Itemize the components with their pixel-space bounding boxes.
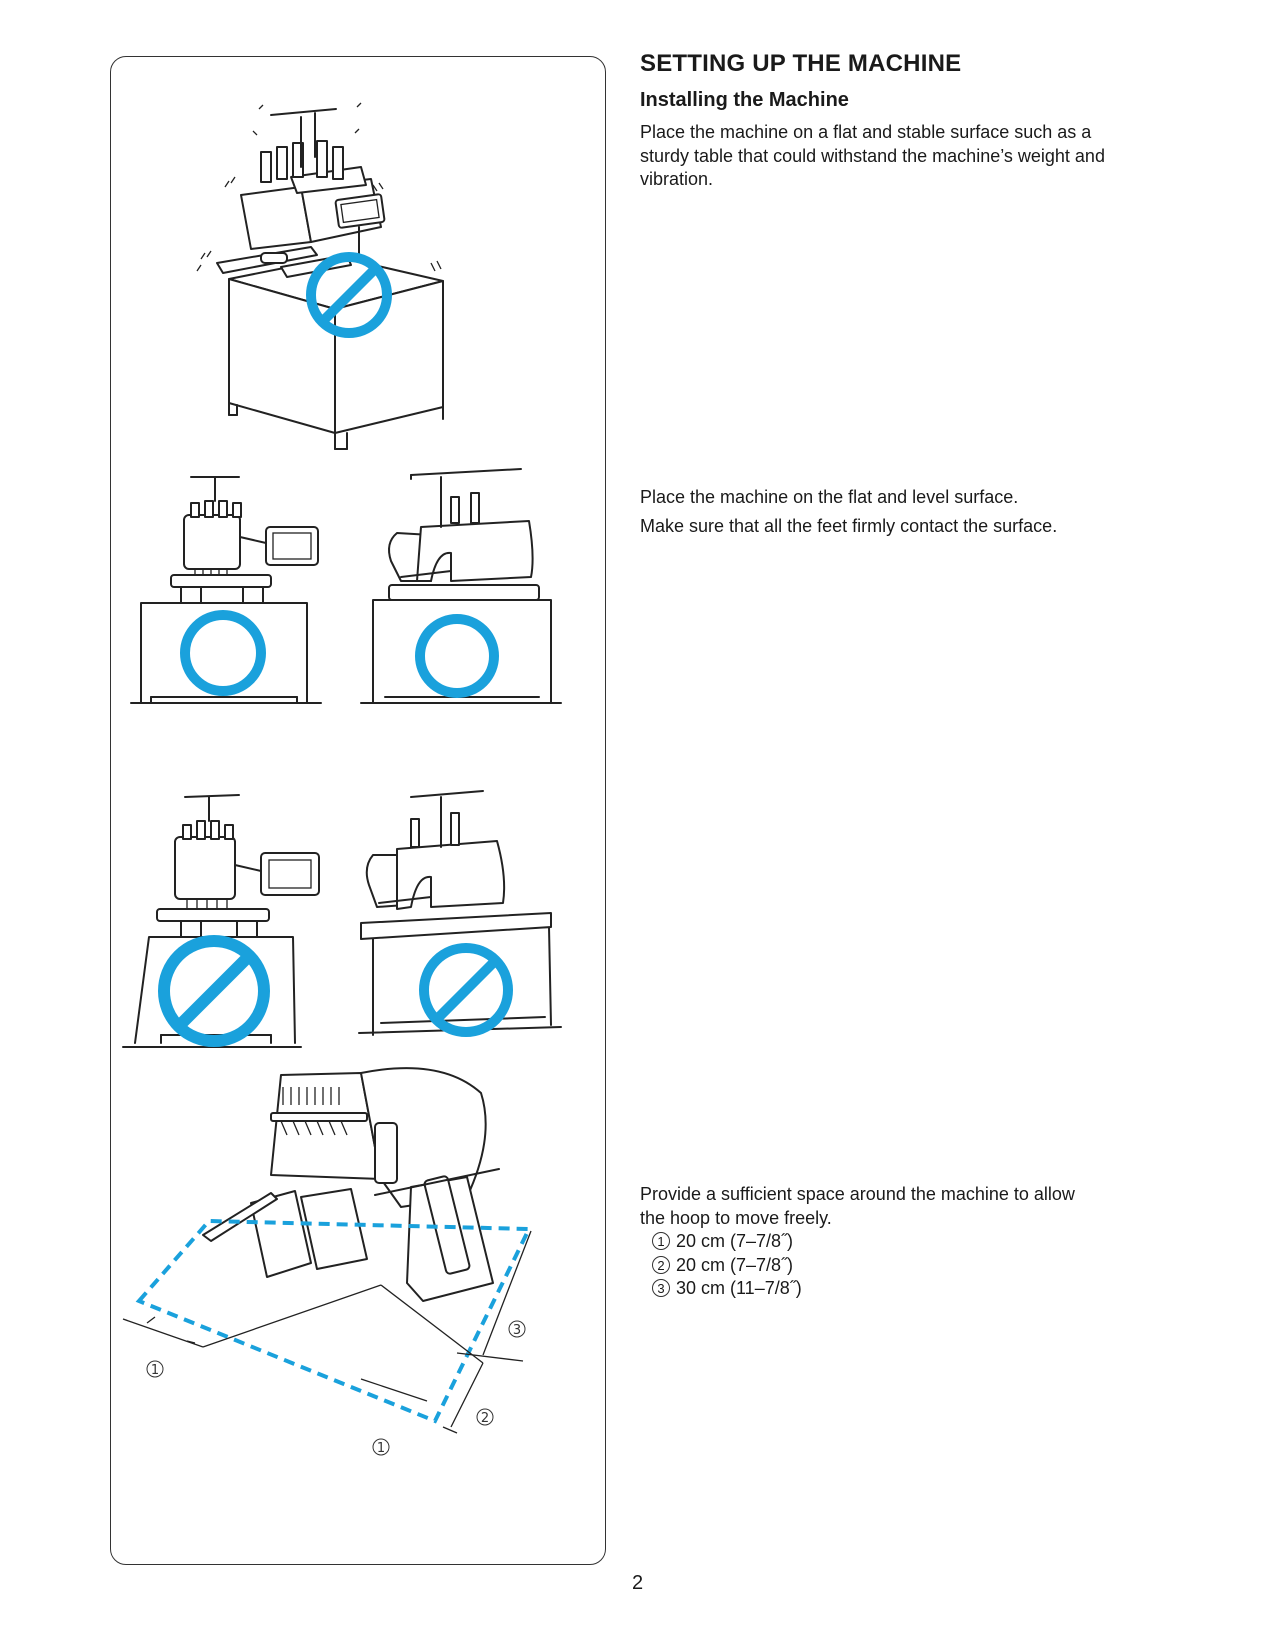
illustrations: 1 1 2 3 <box>122 102 562 1456</box>
section-subtitle: Installing the Machine <box>640 89 849 111</box>
figure-unstable-table <box>196 102 444 450</box>
list-item: 3 30 cm (11–7/8˝) <box>652 1277 802 1301</box>
page-title: SETTING UP THE MACHINE <box>640 50 962 77</box>
correct-icon <box>180 610 266 696</box>
clearance-text: 20 cm (7–7/8˝) <box>676 1231 794 1251</box>
svg-text:3: 3 <box>513 1323 521 1338</box>
prohibited-icon <box>419 943 513 1037</box>
figure-tilted-front <box>122 794 320 1048</box>
clearance-label-1b: 1 <box>372 1438 390 1456</box>
list-item: 2 20 cm (7–7/8˝) <box>652 1254 802 1278</box>
space-paragraph: Provide a sufficient space around the ma… <box>640 1184 1075 1228</box>
svg-text:2: 2 <box>481 1411 489 1426</box>
prohibited-icon <box>306 252 392 338</box>
clearance-marker: 1 <box>652 1232 670 1250</box>
clearance-label-1a: 1 <box>146 1360 164 1378</box>
illustration-panel: 1 1 2 3 <box>110 56 606 1565</box>
clearance-label-2: 2 <box>476 1408 494 1426</box>
correct-icon <box>415 614 499 698</box>
clearance-text: 20 cm (7–7/8˝) <box>676 1254 794 1275</box>
clearance-list: 1 20 cm (7–7/8˝) 2 20 cm (7–7/8˝) 3 30 cm (… <box>652 1230 802 1301</box>
svg-text:1: 1 <box>151 1363 159 1378</box>
figure-level-side <box>360 468 562 704</box>
level-paragraph-2: Make sure that all the feet firmly conta… <box>640 516 1058 536</box>
svg-text:1: 1 <box>377 1441 385 1456</box>
figure-tilted-side <box>358 790 562 1037</box>
page-number: 2 <box>631 1572 644 1594</box>
list-item: 1 20 cm (7–7/8˝) <box>652 1230 802 1254</box>
clearance-marker: 2 <box>652 1255 670 1274</box>
prohibited-icon <box>158 935 270 1047</box>
figure-clearance: 1 1 2 3 <box>122 1067 533 1456</box>
clearance-label-3: 3 <box>508 1320 526 1338</box>
figure-level-front <box>130 476 322 704</box>
clearance-text: 30 cm (11–7/8˝) <box>676 1278 802 1298</box>
level-paragraph-1: Place the machine on the flat and level … <box>640 487 1019 507</box>
clearance-marker: 3 <box>652 1279 670 1297</box>
install-paragraph: Place the machine on a flat and stable s… <box>640 122 1105 189</box>
